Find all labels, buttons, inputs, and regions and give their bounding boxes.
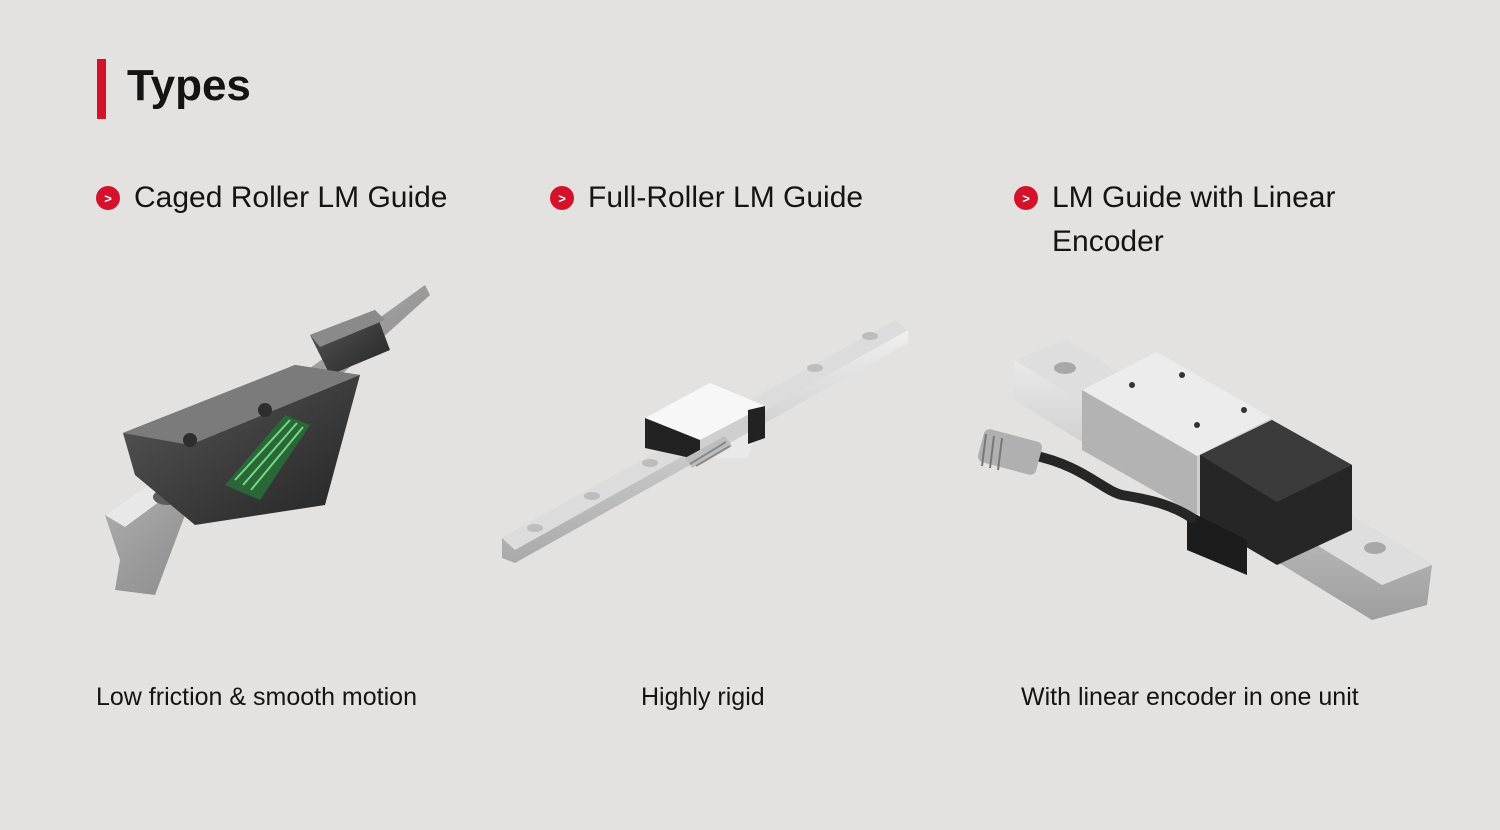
title-accent-bar bbox=[97, 59, 106, 119]
lm-guide-with-linear-encoder-image bbox=[977, 340, 1432, 620]
chevron-right-icon: > bbox=[96, 186, 120, 210]
type-heading-caged-roller: > Caged Roller LM Guide bbox=[96, 176, 448, 220]
type-label: LM Guide with Linear Encoder bbox=[1052, 181, 1336, 258]
type-label: Full-Roller LM Guide bbox=[588, 181, 864, 214]
type-caption-full-roller: Highly rigid bbox=[641, 683, 765, 711]
page-title: Types bbox=[127, 61, 251, 110]
type-label: Caged Roller LM Guide bbox=[134, 181, 448, 214]
caged-roller-lm-guide-image bbox=[105, 285, 430, 595]
type-caption-caged-roller: Low friction & smooth motion bbox=[96, 683, 417, 711]
full-roller-lm-guide-image bbox=[502, 320, 908, 563]
type-heading-full-roller: > Full-Roller LM Guide bbox=[550, 176, 863, 220]
type-caption-linear-encoder: With linear encoder in one unit bbox=[1021, 683, 1359, 711]
chevron-right-icon: > bbox=[1014, 186, 1038, 210]
chevron-right-icon: > bbox=[550, 186, 574, 210]
type-heading-linear-encoder: > LM Guide with Linear Encoder bbox=[1014, 176, 1374, 264]
